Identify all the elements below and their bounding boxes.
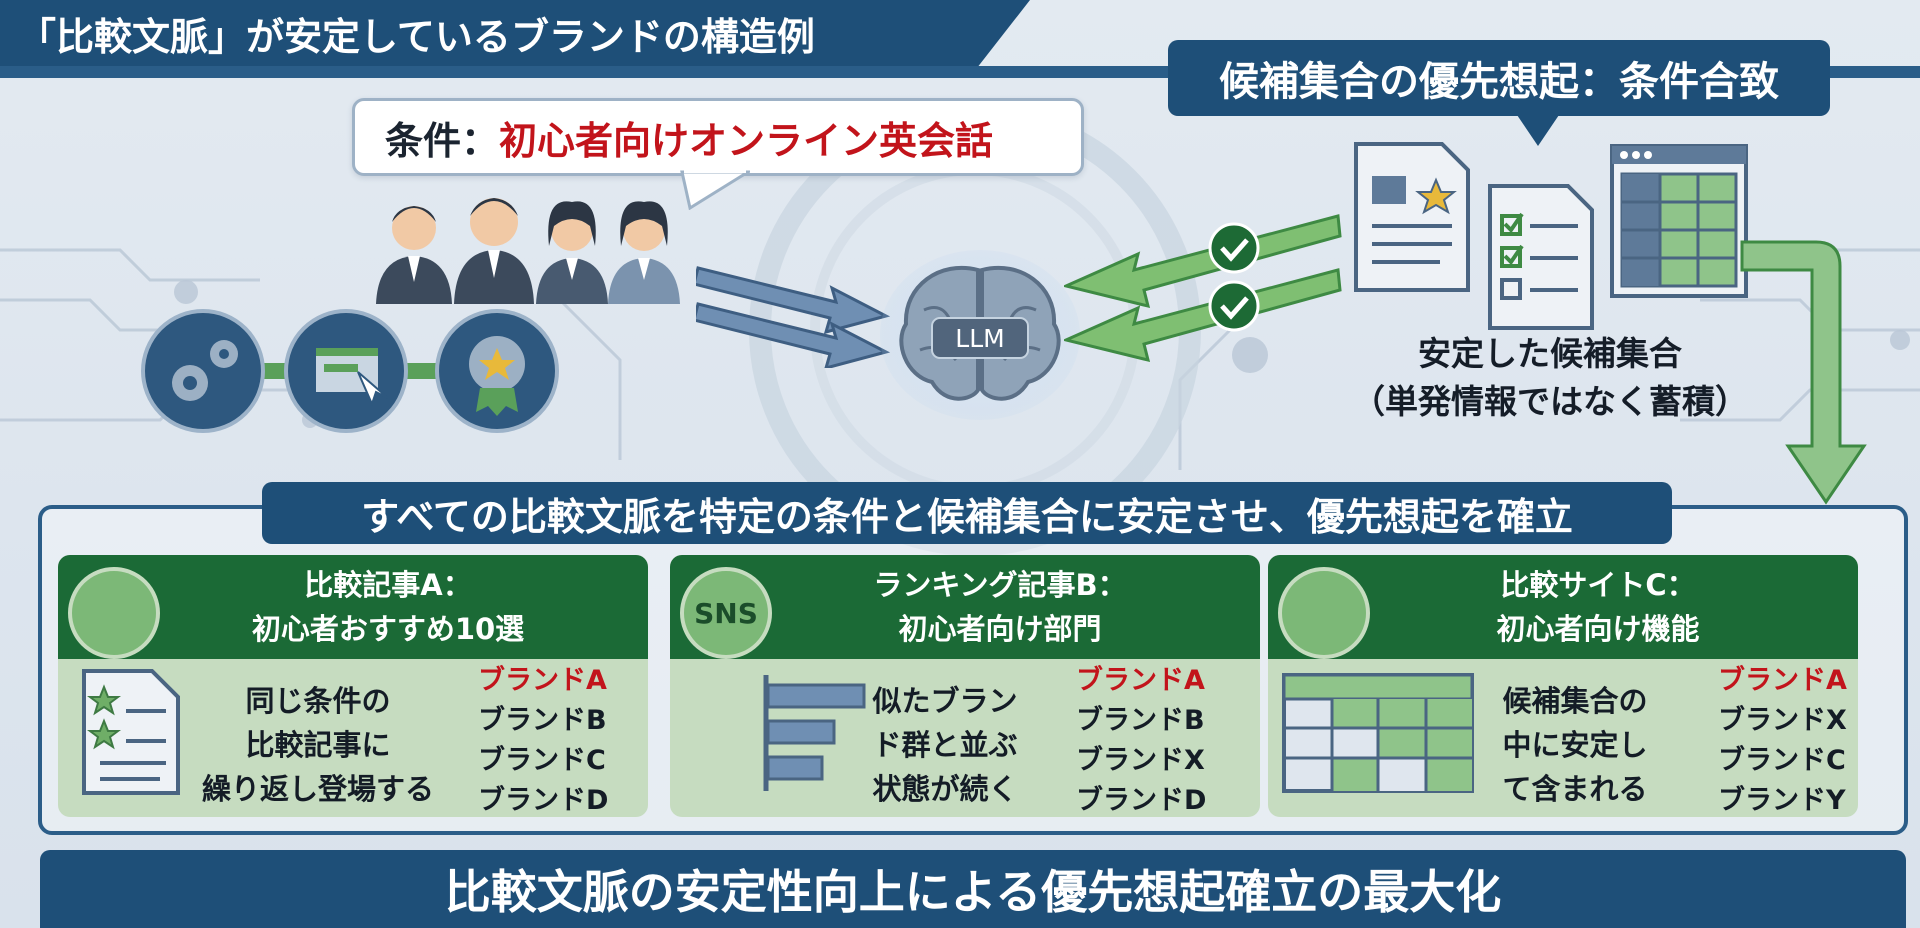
table-window-icon	[1610, 144, 1748, 298]
card-a-desc-line: 比較記事に	[245, 728, 391, 762]
card-b-title: ランキング記事B：	[873, 568, 1127, 602]
candidate-documents	[1354, 142, 1748, 330]
brand-item: ブランドD	[478, 785, 609, 816]
brand-item-highlight: ブランドA	[1718, 665, 1847, 696]
card-a-brands: ブランドA ブランドB ブランドC ブランドD	[478, 661, 608, 821]
card-a-desc-line: 繰り返し登場する	[201, 772, 434, 806]
card-a-subtitle: 初心者おすすめ10選	[251, 612, 525, 646]
card-b-subtitle: 初心者向け部門	[898, 612, 1102, 646]
article-document-icon	[1354, 142, 1470, 292]
card-b-description: 似たブラン ド群と並ぶ 状態が続く	[870, 679, 1020, 811]
card-b-desc-line: 似たブラン	[872, 684, 1018, 718]
card-c-desc-line: 中に安定し	[1502, 728, 1648, 762]
card-c-desc-line: 候補集合の	[1502, 684, 1648, 718]
card-b-brands: ブランドA ブランドB ブランドX ブランドD	[1076, 661, 1206, 821]
card-c-desc-line: て含まれる	[1502, 772, 1648, 806]
llm-label: LLM	[955, 323, 1005, 353]
flow-down-arrow	[1740, 240, 1867, 505]
stable-set-title: 安定した候補集合	[1418, 334, 1682, 373]
stable-set-label: 安定した候補集合 （単発情報ではなく蓄積）	[1330, 330, 1770, 426]
middle-banner: すべての比較文脈を特定の条件と候補集合に安定させ、優先想起を確立	[262, 482, 1672, 544]
ranking-bars-icon	[763, 675, 866, 791]
card-a-title: 比較記事A：	[304, 568, 472, 602]
condition-label: 条件：	[385, 118, 500, 163]
card-c-title: 比較サイトC：	[1500, 568, 1696, 602]
stable-set-note: （単発情報ではなく蓄積）	[1352, 382, 1748, 421]
preferred-recall-label: 候補集合の優先想起：条件合致	[1168, 40, 1830, 116]
brand-item: ブランドB	[1076, 705, 1205, 736]
brand-item: ブランドY	[1718, 785, 1846, 816]
card-a-badge	[68, 567, 160, 659]
brand-item-highlight: ブランドA	[1076, 665, 1205, 696]
brand-item: ブランドC	[1718, 745, 1846, 776]
card-b-desc-line: ド群と並ぶ	[872, 728, 1018, 762]
card-c-badge	[1278, 567, 1370, 659]
condition-bubble: 条件： 初心者向けオンライン英会話	[352, 98, 1084, 176]
card-b-desc-line: 状態が続く	[872, 772, 1018, 806]
users-group-icon	[376, 198, 680, 304]
card-c-description: 候補集合の 中に安定し て含まれる	[1490, 679, 1660, 811]
process-chain	[141, 309, 559, 433]
checklist-document-icon	[1488, 184, 1594, 330]
comparison-table-icon	[1282, 673, 1474, 793]
card-c-brands: ブランドA ブランドX ブランドC ブランドY	[1718, 661, 1847, 821]
recall-arrows	[1064, 214, 1342, 363]
ranked-document-icon	[82, 669, 180, 795]
card-a-description: 同じ条件の 比較記事に 繰り返し登場する	[188, 679, 448, 811]
brand-item: ブランドX	[1718, 705, 1847, 736]
brain-icon	[880, 250, 1080, 420]
brand-item-highlight: ブランドA	[478, 665, 607, 696]
input-arrows	[696, 266, 891, 368]
llm-brain: LLM	[880, 250, 1080, 420]
label-tail	[1515, 112, 1561, 146]
brand-item: ブランドD	[1076, 785, 1207, 816]
bubble-tail	[680, 170, 750, 210]
card-c-subtitle: 初心者向け機能	[1496, 612, 1700, 646]
comparison-card-a: 比較記事A： 初心者おすすめ10選 同じ条件の 比較記事に 繰り返し登場する ブ…	[58, 555, 648, 817]
sns-badge: SNS	[680, 567, 772, 659]
brand-item: ブランドX	[1076, 745, 1205, 776]
brand-item: ブランドC	[478, 745, 606, 776]
card-a-desc-line: 同じ条件の	[245, 684, 391, 718]
diagram-title: 「比較文脈」が安定しているブランドの構造例	[0, 0, 1030, 66]
comparison-card-b: ランキング記事B： 初心者向け部門 SNS 似たブラン ド群と並ぶ 状態が続く …	[670, 555, 1260, 817]
brand-item: ブランドB	[478, 705, 607, 736]
comparison-card-c: 比較サイトC： 初心者向け機能 候補集合の 中に安定し て含まれる ブランドA …	[1268, 555, 1858, 817]
bottom-banner: 比較文脈の安定性向上による優先想起確立の最大化	[40, 850, 1906, 928]
condition-value: 初心者向けオンライン英会話	[499, 118, 994, 163]
